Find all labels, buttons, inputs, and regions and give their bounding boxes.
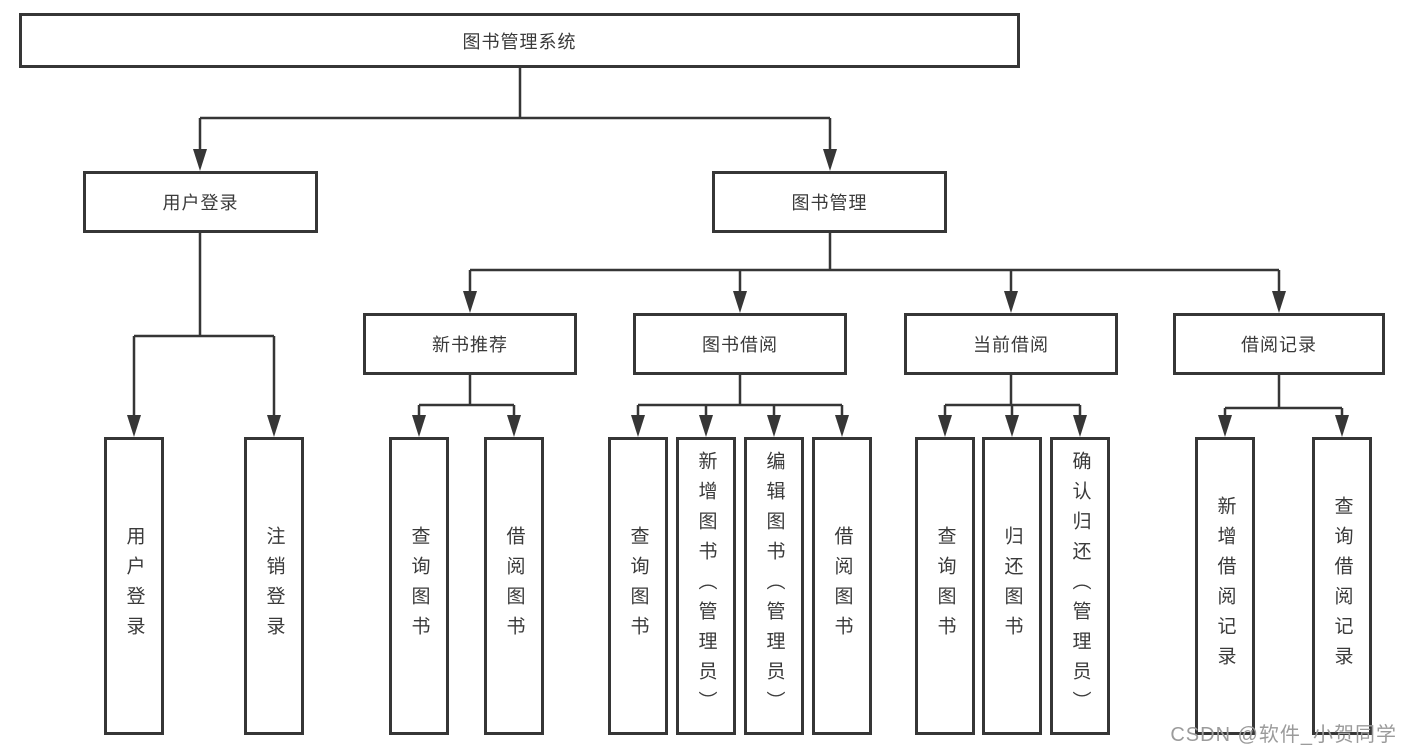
node-current-borrowing: 当前借阅 [904, 313, 1118, 375]
node-label: 图书借阅 [702, 335, 778, 355]
connector-root-to-level2 [198, 68, 832, 152]
node-label: 编辑图书（管理员） [763, 451, 785, 721]
node-label: 查询借阅记录 [1331, 496, 1353, 676]
node-book-borrowing: 图书借阅 [633, 313, 847, 375]
node-label: 用户登录 [162, 193, 239, 213]
node-label: 查询图书 [934, 526, 956, 646]
leaf-logout: 注销登录 [244, 437, 304, 735]
node-label: 归还图书 [1001, 526, 1023, 646]
node-label: 新书推荐 [432, 335, 508, 355]
node-label: 图书管理系统 [462, 31, 577, 52]
node-label: 图书管理 [791, 193, 868, 213]
node-label: 当前借阅 [973, 335, 1049, 355]
node-label: 确认归还（管理员） [1069, 451, 1091, 721]
node-label: 注销登录 [263, 526, 285, 646]
node-label: 查询图书 [627, 526, 649, 646]
leaf-query-books: 查询图书 [389, 437, 449, 735]
leaf-query-books: 查询图书 [915, 437, 975, 735]
csdn-watermark: CSDN @软件_小贺同学 [1170, 724, 1397, 746]
node-label: 借阅图书 [503, 526, 525, 646]
leaf-add-books-admin: 新增图书（管理员） [676, 437, 736, 735]
leaf-query-books: 查询图书 [608, 437, 668, 735]
connector-bookmgmt-to-level3 [468, 233, 1281, 294]
leaf-return-books: 归还图书 [982, 437, 1042, 735]
node-label: 借阅记录 [1241, 335, 1317, 355]
leaf-query-borrow-records: 查询借阅记录 [1312, 437, 1372, 735]
connector-userlogin-to-leaves [132, 233, 276, 418]
leaf-add-borrow-record: 新增借阅记录 [1195, 437, 1255, 735]
node-borrowing-records: 借阅记录 [1173, 313, 1385, 375]
leaf-borrow-books: 借阅图书 [812, 437, 872, 735]
leaf-edit-books-admin: 编辑图书（管理员） [744, 437, 804, 735]
connector-records-to-leaves [1223, 375, 1344, 418]
node-library-management-system: 图书管理系统 [19, 13, 1020, 68]
leaf-confirm-return-admin: 确认归还（管理员） [1050, 437, 1110, 735]
node-new-book-recommendation: 新书推荐 [363, 313, 577, 375]
node-label: 查询图书 [408, 526, 430, 646]
node-book-management: 图书管理 [712, 171, 947, 233]
connector-current-to-leaves [943, 375, 1082, 418]
node-label: 用户登录 [123, 526, 145, 646]
node-user-login: 用户登录 [83, 171, 318, 233]
leaf-borrow-books: 借阅图书 [484, 437, 544, 735]
connector-borrow-to-leaves [636, 375, 844, 418]
node-label: 新增借阅记录 [1214, 496, 1236, 676]
leaf-user-login: 用户登录 [104, 437, 164, 735]
node-label: 新增图书（管理员） [695, 451, 717, 721]
arrowheads [127, 149, 1349, 437]
connector-newbook-to-leaves [417, 375, 516, 418]
node-label: 借阅图书 [831, 526, 853, 646]
